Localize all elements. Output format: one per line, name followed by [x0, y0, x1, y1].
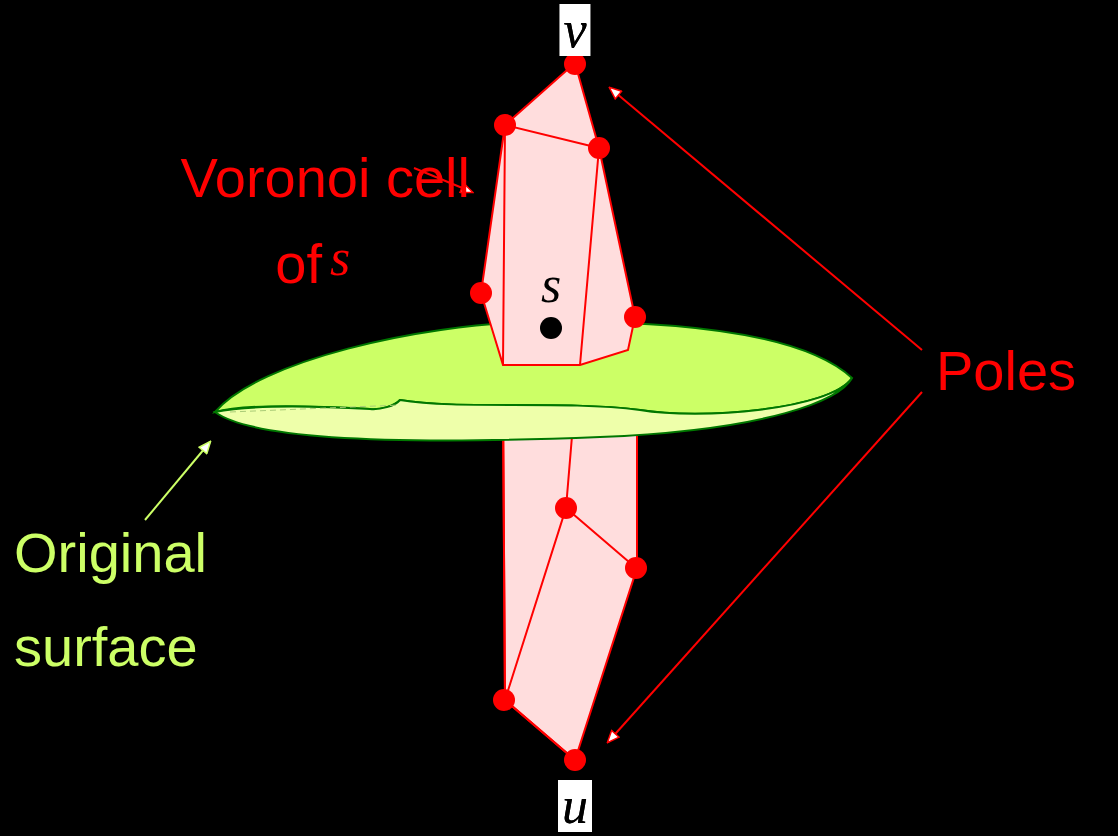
- voronoi-cell-lower: [503, 400, 637, 760]
- voronoi-cell-upper: [481, 63, 635, 365]
- pole-name: u: [558, 780, 592, 832]
- cell-caption: of: [275, 236, 322, 292]
- voronoi-vertices: [470, 53, 647, 771]
- pole-name: v: [559, 4, 590, 56]
- surface-label: Original surface: [14, 506, 207, 694]
- callout-label: Poles: [936, 343, 1076, 399]
- cell-caption: Voronoi cell: [180, 150, 470, 206]
- sample-name: s: [330, 232, 350, 284]
- sample-point: [540, 317, 562, 339]
- leader-arrows: [145, 88, 922, 742]
- sample-name: s: [541, 259, 561, 311]
